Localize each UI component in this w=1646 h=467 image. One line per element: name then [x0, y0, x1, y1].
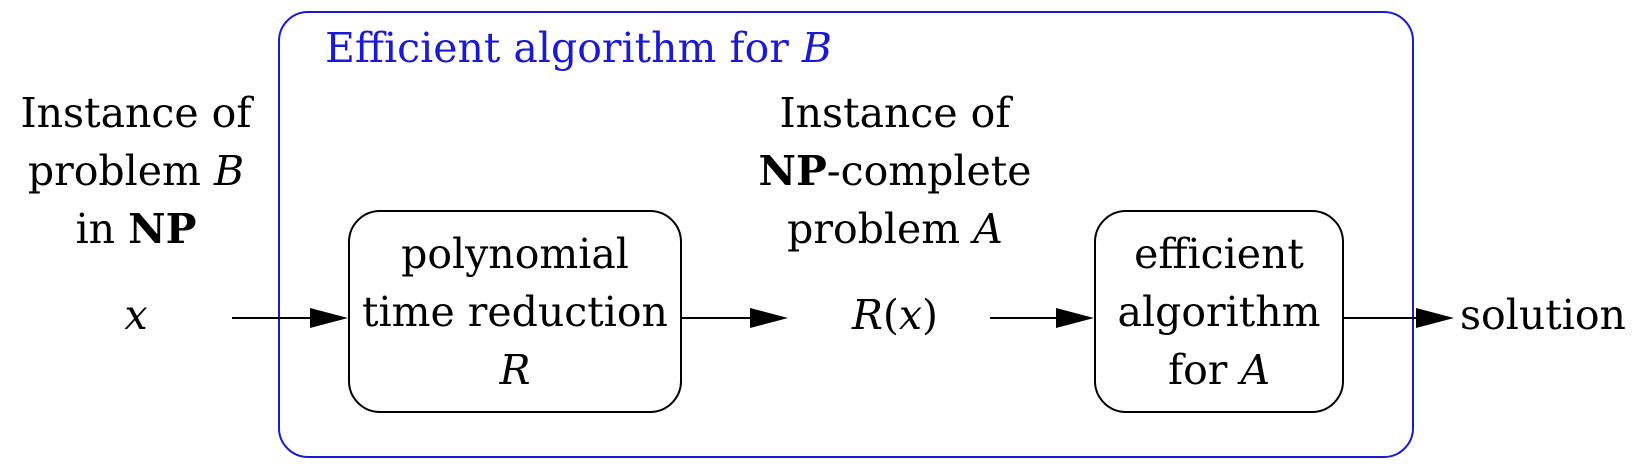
- input-class-np: NP: [128, 205, 197, 253]
- algorithm-line-3-text: for: [1167, 345, 1241, 394]
- reduced-open-paren: (: [882, 291, 899, 339]
- intermediate-class-np: NP: [758, 147, 827, 195]
- intermediate-line-2-text: -complete: [826, 147, 1032, 195]
- input-line-1: Instance of: [20, 89, 252, 137]
- intermediate-line-2: NP-complete: [730, 142, 1060, 200]
- reduction-line-1: polynomial: [401, 229, 629, 278]
- reduced-close-paren: ): [922, 291, 938, 339]
- input-problem-var: B: [213, 147, 245, 195]
- arrowhead-rx: [750, 308, 788, 328]
- intermediate-line-3: problem A: [730, 200, 1060, 258]
- reduced-instance: R(x): [832, 286, 958, 344]
- input-line-3: in NP: [8, 200, 264, 258]
- intermediate-problem-var: A: [973, 205, 1003, 253]
- reduction-var: R: [499, 345, 531, 394]
- container-title: Efficient algorithm for B: [325, 28, 832, 69]
- container-title-prefix: Efficient algorithm for: [325, 24, 802, 72]
- input-instance-label: Instance of problem B in NP: [8, 84, 264, 258]
- input-variable: x: [124, 291, 148, 339]
- reduction-line-2: time reduction: [362, 287, 668, 336]
- algorithm-problem-var: A: [1240, 345, 1271, 394]
- arrowhead-solution: [1416, 308, 1454, 328]
- efficient-algorithm-container: [278, 11, 1414, 458]
- arrowhead-algorithm: [1056, 308, 1094, 328]
- solution-label: solution: [1460, 291, 1626, 339]
- intermediate-line-1: Instance of: [779, 89, 1011, 137]
- intermediate-instance-label: Instance of NP-complete problem A: [730, 84, 1060, 258]
- input-line-3-text: in: [75, 205, 129, 253]
- reduced-fn: R: [852, 291, 883, 339]
- reduction-box: polynomial time reduction R: [348, 210, 682, 413]
- algorithm-box: efficient algorithm for A: [1094, 210, 1344, 413]
- algorithm-line-1: efficient: [1134, 229, 1304, 278]
- reduced-arg: x: [898, 291, 922, 339]
- container-title-var: B: [801, 24, 833, 72]
- input-line-2-text: problem: [27, 147, 214, 195]
- algorithm-line-2: algorithm: [1117, 287, 1321, 336]
- input-line-2: problem B: [8, 142, 264, 200]
- intermediate-line-3-text: problem: [787, 205, 974, 253]
- algorithm-line-3: for A: [1168, 341, 1270, 399]
- arrowhead-reduction: [310, 308, 348, 328]
